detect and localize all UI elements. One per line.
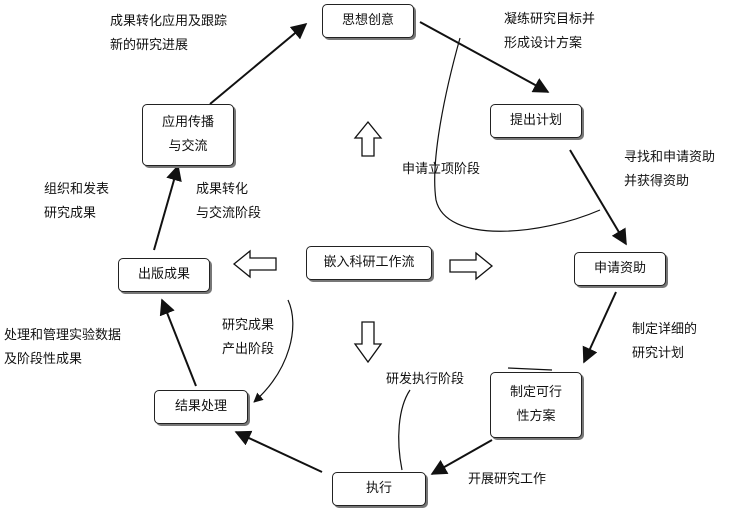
node-idea: 思想创意 bbox=[322, 4, 414, 38]
arrow-execute-to-process bbox=[234, 430, 323, 473]
arrow-process-to-publish bbox=[159, 298, 197, 387]
node-center: 嵌入科研工作流 bbox=[306, 246, 432, 280]
node-funding-label: 申请资助 bbox=[593, 261, 646, 276]
node-funding: 申请资助 bbox=[574, 252, 666, 286]
node-plan-label: 提出计划 bbox=[509, 113, 562, 128]
arrow-idea-to-plan bbox=[419, 21, 550, 93]
phase-label-transfer: 成果转化 与交流阶段 bbox=[196, 182, 262, 221]
node-idea-label: 思想创意 bbox=[341, 13, 394, 28]
edge-label-spread-to-idea: 成果转化应用及跟踪 新的研究进展 bbox=[110, 14, 228, 53]
hollow-arrow-right bbox=[449, 251, 494, 281]
arrow-feasible-to-execute bbox=[430, 439, 493, 475]
node-execute: 执行 bbox=[332, 472, 426, 506]
phase-divider-research-top bbox=[507, 367, 553, 371]
node-feasible: 制定可行 性方案 bbox=[490, 372, 582, 438]
phase-divider-research bbox=[398, 389, 411, 471]
phase-label-research: 研发执行阶段 bbox=[386, 372, 465, 387]
phase-divider-output bbox=[253, 299, 294, 403]
phase-label-output: 研究成果 产出阶段 bbox=[222, 318, 275, 357]
hollow-arrow-down bbox=[353, 321, 383, 364]
edge-label-execute-to-process: 处理和管理实验数据 及阶段性成果 bbox=[4, 328, 122, 367]
node-process: 结果处理 bbox=[154, 390, 248, 424]
edge-label-idea-to-plan: 凝练研究目标并 形成设计方案 bbox=[504, 12, 596, 51]
arrow-plan-to-funding bbox=[569, 149, 627, 246]
arrow-funding-to-feasible bbox=[582, 291, 617, 364]
edge-label-funding-to-feasible: 制定详细的 研究计划 bbox=[632, 322, 698, 361]
arrow-publish-to-spread bbox=[153, 164, 182, 251]
edge-label-plan-to-funding: 寻找和申请资助 并获得资助 bbox=[624, 150, 716, 189]
hollow-arrow-up bbox=[353, 120, 383, 157]
phase-label-apply: 申请立项阶段 bbox=[402, 162, 481, 177]
node-center-label: 嵌入科研工作流 bbox=[323, 255, 415, 270]
node-plan: 提出计划 bbox=[490, 104, 582, 138]
edge-label-process-to-publish: 组织和发表 研究成果 bbox=[44, 182, 110, 221]
node-feasible-label: 制定可行 性方案 bbox=[509, 385, 562, 424]
node-process-label: 结果处理 bbox=[174, 399, 227, 414]
node-spread: 应用传播 与交流 bbox=[142, 104, 234, 166]
arrow-spread-to-idea bbox=[209, 22, 308, 105]
node-publish: 出版成果 bbox=[118, 258, 210, 292]
edge-label-feasible-to-execute: 开展研究工作 bbox=[468, 472, 547, 487]
node-spread-label: 应用传播 与交流 bbox=[161, 115, 214, 154]
node-publish-label: 出版成果 bbox=[137, 267, 190, 282]
phase-divider-apply bbox=[434, 37, 601, 232]
hollow-arrow-left bbox=[232, 249, 277, 279]
node-execute-label: 执行 bbox=[365, 481, 392, 496]
